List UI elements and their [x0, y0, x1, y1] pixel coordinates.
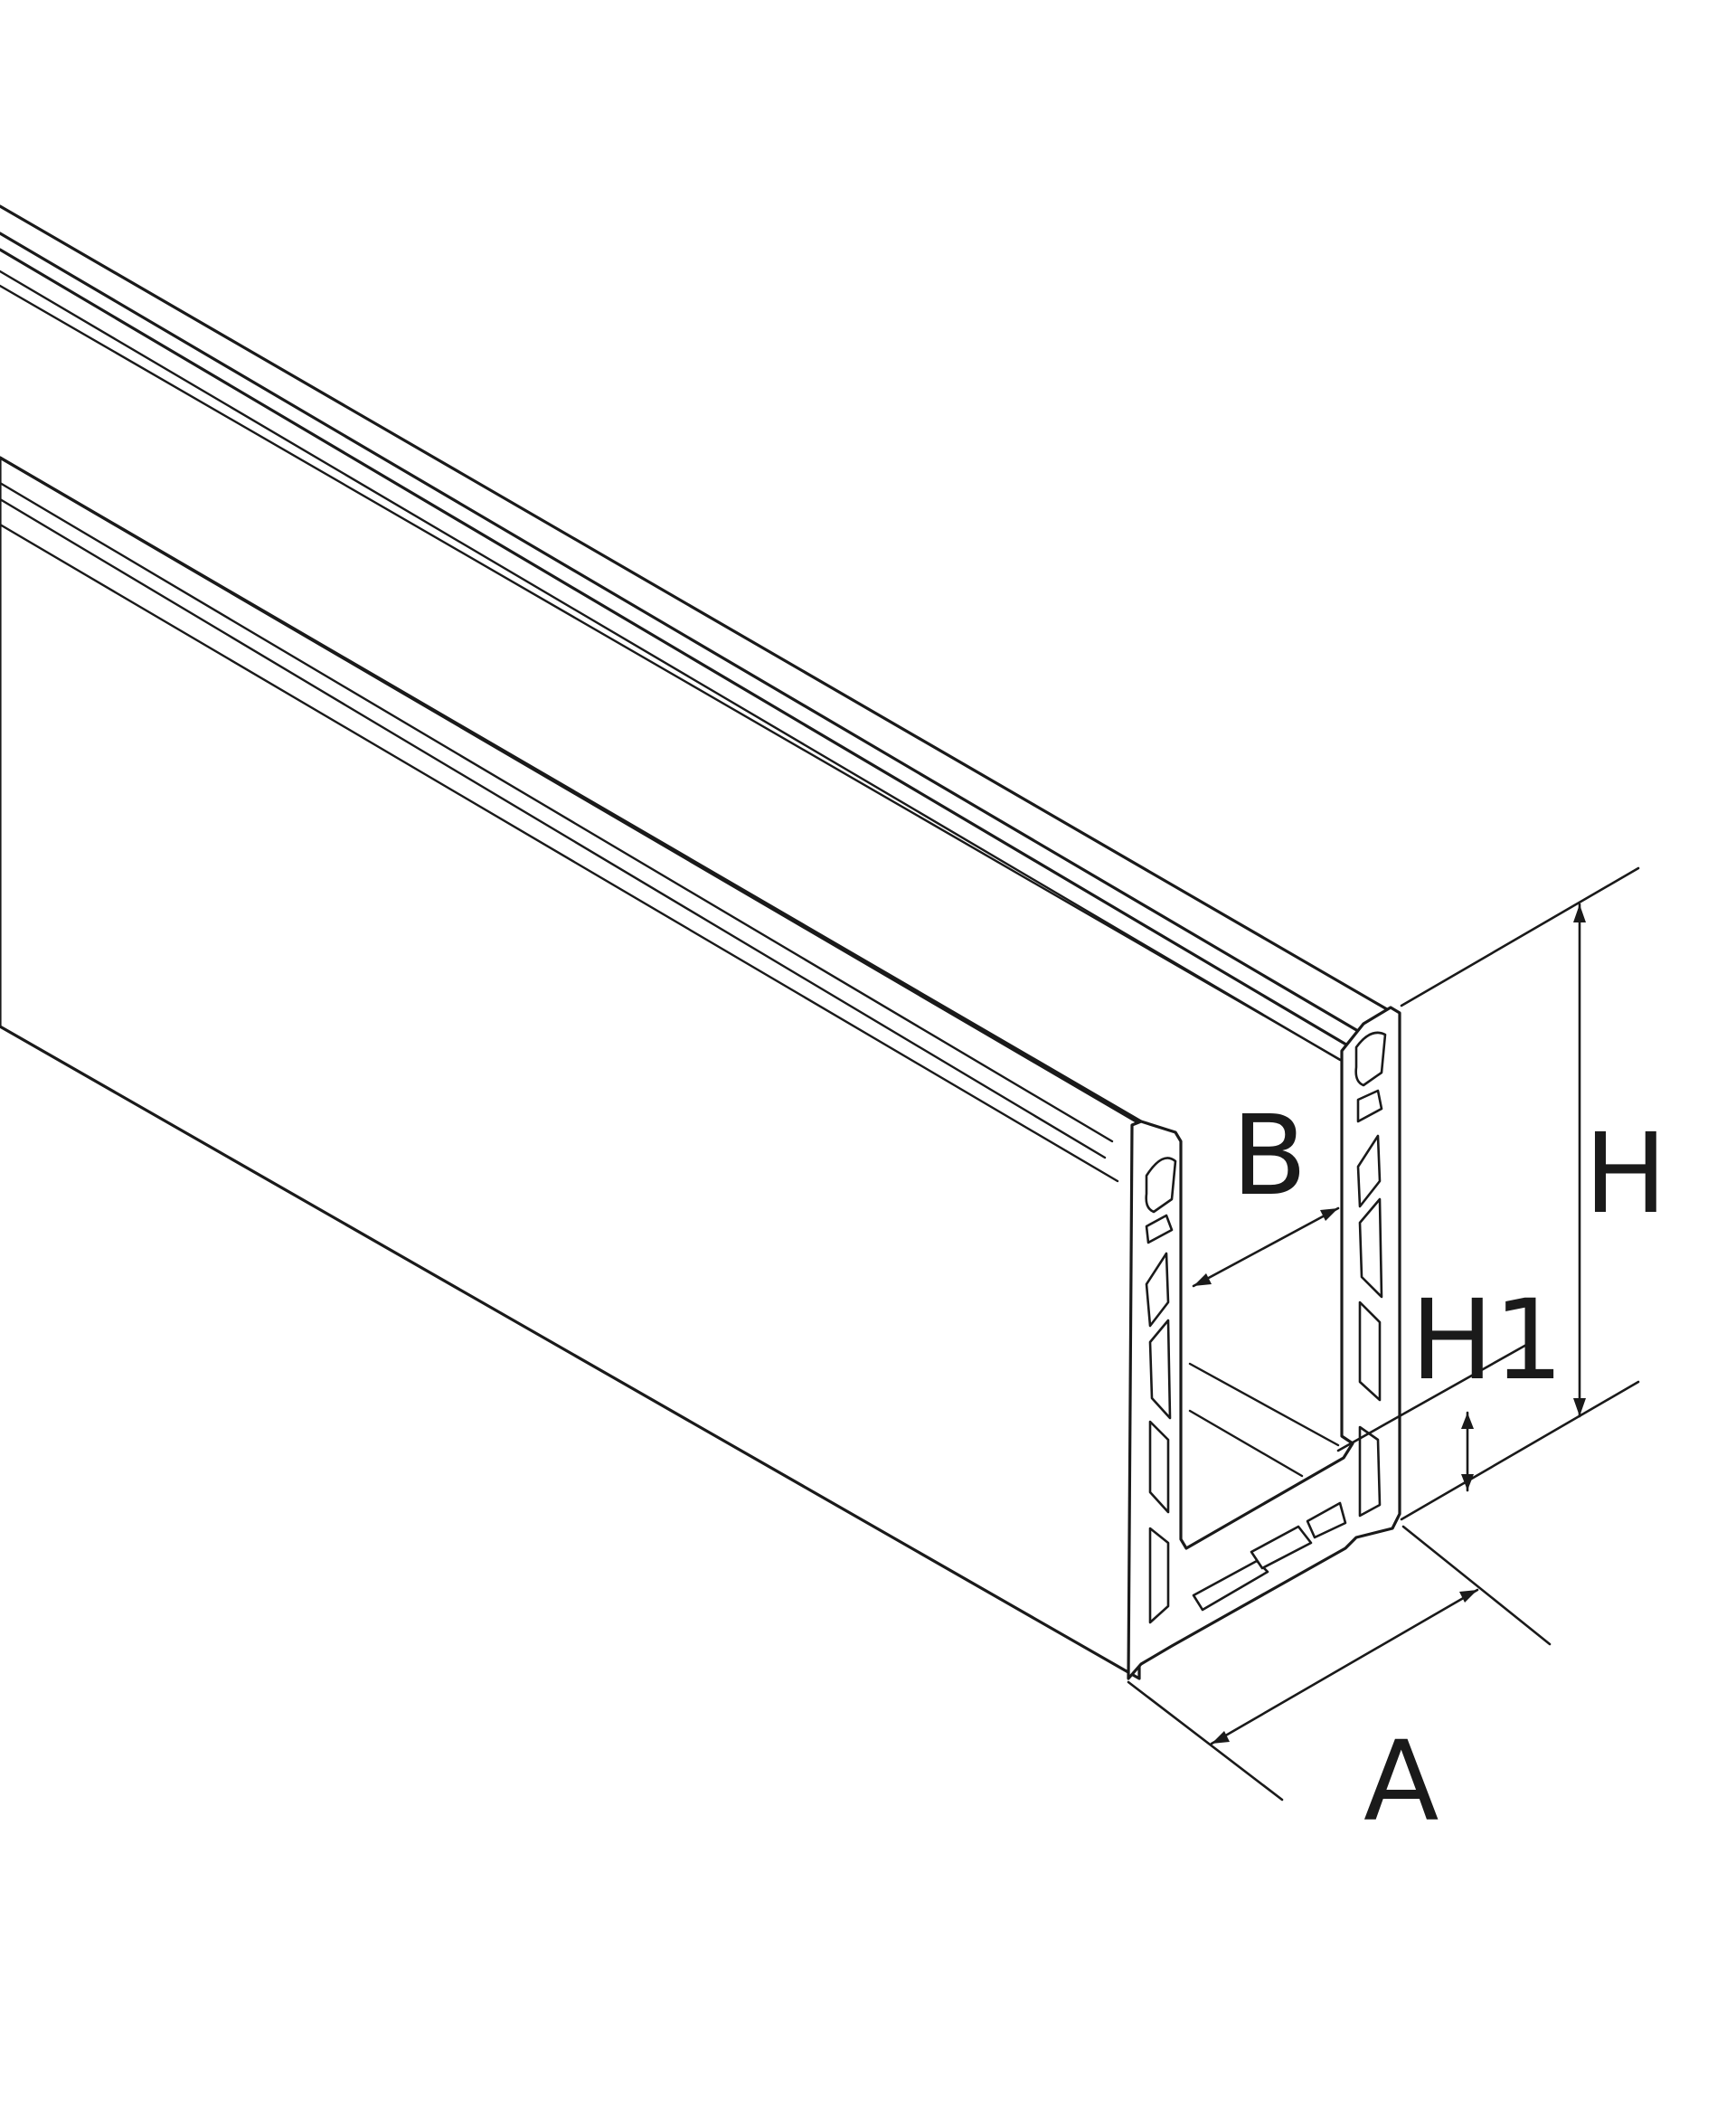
a-extension-right — [1401, 1525, 1552, 1646]
h-arrow-bottom — [1573, 1398, 1586, 1416]
h1-arrow-bottom — [1461, 1474, 1474, 1490]
inner-wall-lip-line-1 — [0, 232, 1360, 1033]
dimension-label-h: H — [1584, 1110, 1667, 1238]
h-extension-top — [1400, 866, 1640, 1007]
a-arrow-left — [1212, 1731, 1230, 1744]
left-wall-hole-6 — [1148, 1527, 1170, 1624]
right-wall-hole-4 — [1358, 1197, 1383, 1299]
right-wall-hole-1 — [1354, 1031, 1387, 1087]
base-hole-2 — [1250, 1525, 1313, 1570]
channel-floor-line-2 — [1188, 1409, 1304, 1478]
outer-wall-lip-line-1 — [0, 481, 1114, 1143]
left-wall-hole-4 — [1148, 1319, 1172, 1420]
outer-wall-top-edge — [0, 456, 1143, 1123]
inner-wall-top-edge — [0, 204, 1389, 1011]
dimension-label-a: A — [1363, 1717, 1439, 1846]
dimension-label-b: B — [1231, 1092, 1307, 1220]
h1-arrow-top — [1461, 1413, 1474, 1429]
b-arrow-right — [1320, 1208, 1338, 1221]
left-wall-hole-2 — [1145, 1214, 1174, 1244]
b-arrow-left — [1194, 1273, 1212, 1286]
outer-wall-lip-line-3 — [0, 523, 1119, 1183]
h-arrow-top — [1573, 904, 1586, 922]
h1-extension-top — [1336, 1342, 1530, 1452]
right-wall-hole-5 — [1358, 1300, 1382, 1402]
right-wall-hole-2 — [1356, 1089, 1383, 1123]
base-hole-3 — [1306, 1501, 1347, 1539]
base-hole-1 — [1192, 1559, 1269, 1612]
outer-side-face — [0, 456, 1141, 1680]
channel-floor-line — [1188, 1362, 1340, 1447]
a-dimension-line — [1210, 1588, 1479, 1745]
dimension-label-h1: H1 — [1410, 1276, 1563, 1404]
a-extension-left — [1127, 1680, 1284, 1802]
right-wall-hole-3 — [1356, 1134, 1382, 1208]
cross-section — [1127, 1006, 1401, 1680]
inner-wall-lip-line-2 — [0, 248, 1353, 1049]
dimension-lines — [1127, 866, 1640, 1802]
channel-body — [0, 204, 1389, 1680]
h-extension-bottom — [1400, 1380, 1640, 1521]
outer-wall-lip-line-2 — [0, 497, 1107, 1159]
inner-wall-lip-line-3 — [0, 270, 1342, 1062]
left-wall-hole-3 — [1145, 1252, 1170, 1328]
right-wall-hole-6 — [1358, 1425, 1382, 1518]
inner-wall-lip-line-4 — [0, 284, 1358, 1071]
a-arrow-right — [1459, 1590, 1477, 1603]
b-dimension-line — [1192, 1206, 1340, 1288]
left-wall-hole-5 — [1148, 1420, 1170, 1514]
left-wall-hole-1 — [1145, 1157, 1177, 1214]
